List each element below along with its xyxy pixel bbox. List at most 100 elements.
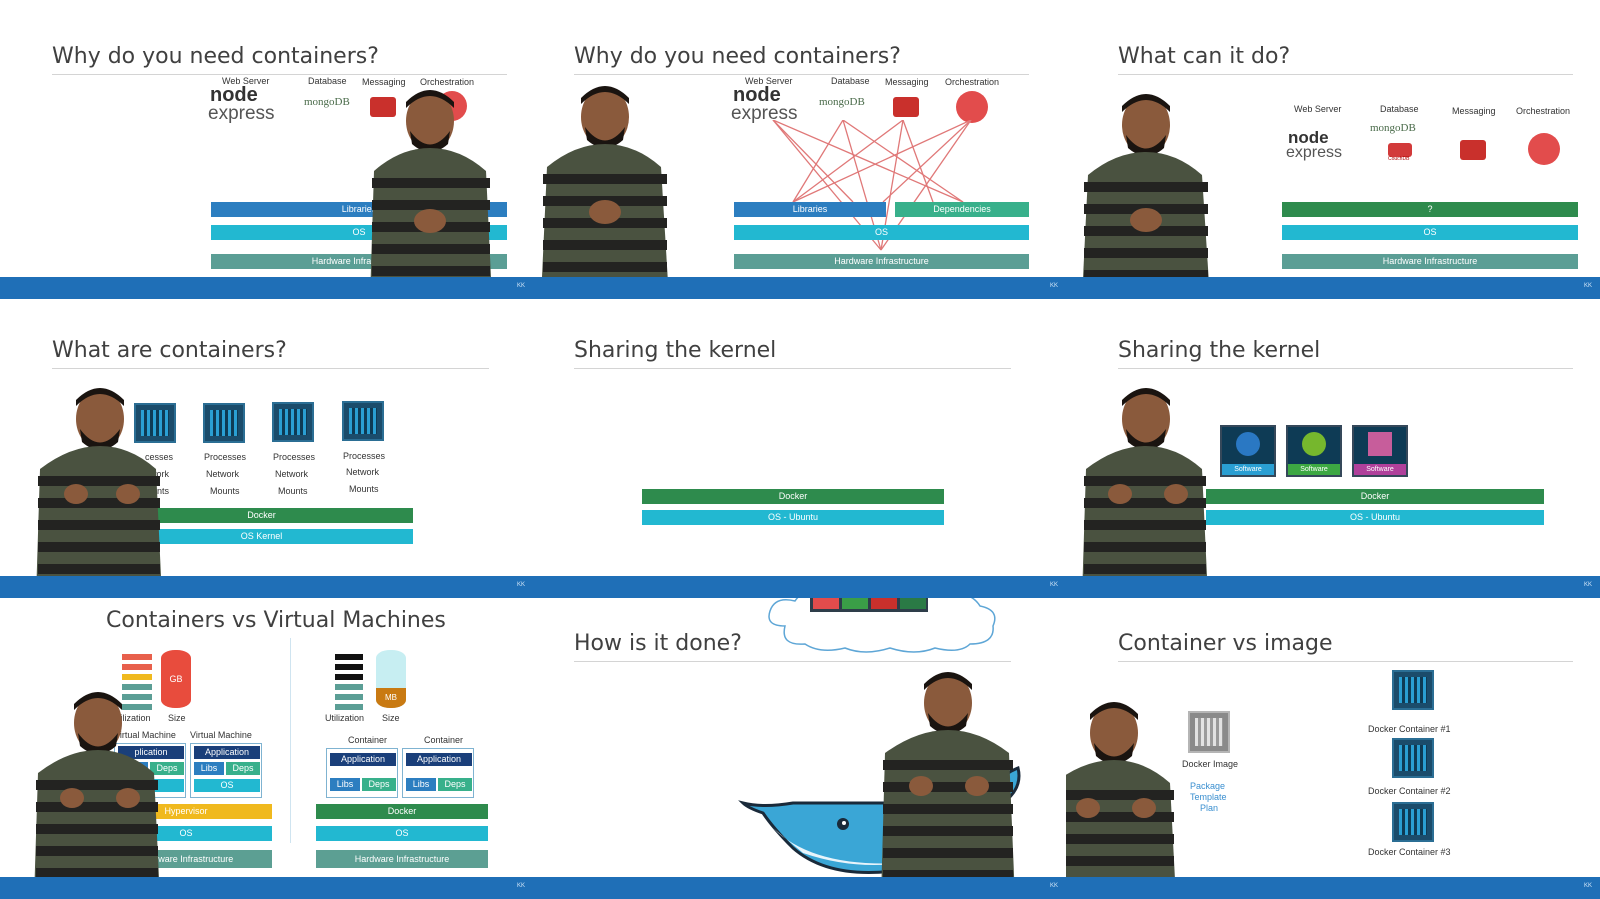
- size-label: Size: [168, 713, 186, 723]
- ct-libs: Libs: [330, 778, 360, 791]
- utilization-label: tilization: [118, 713, 151, 723]
- col-label-orchestration: Orchestration: [1516, 106, 1571, 116]
- footer-logo: KK: [516, 883, 525, 889]
- presenter-figure: [34, 692, 160, 899]
- slide-title: Sharing the kernel: [1118, 338, 1321, 363]
- software-label: Software: [1288, 464, 1340, 475]
- container-label-2: Docker Container #2: [1368, 786, 1451, 796]
- title-rule: [1118, 661, 1573, 662]
- couchdb-label: CouchDB: [1388, 156, 1410, 162]
- docker-container-icon: [1392, 670, 1434, 710]
- ansible-icon: [956, 91, 988, 123]
- col-label-messaging: Messaging: [362, 77, 406, 87]
- container-label-1: Docker Container #1: [1368, 724, 1451, 734]
- image-sub-plan: Plan: [1200, 803, 1219, 813]
- col-label-database: Database: [308, 76, 347, 86]
- ct-deps: Deps: [438, 778, 472, 791]
- slide-how-is-it-done: How is it done? KK: [533, 598, 1066, 899]
- fedora-container-icon: Software: [1220, 425, 1276, 477]
- util-bar: [122, 704, 152, 710]
- express-logo: express: [1286, 144, 1343, 161]
- mb-size-cylinder: MB: [376, 650, 406, 708]
- slide-why-containers-1: Why do you need containers? Web Server D…: [0, 0, 533, 299]
- slide-sharing-kernel-2: Sharing the kernel Software Software Sof…: [1066, 299, 1600, 598]
- slide-title: Sharing the kernel: [574, 338, 777, 363]
- slide-footer: KK: [0, 576, 533, 598]
- container-frame: [402, 748, 474, 798]
- bar-libraries: Libraries: [734, 202, 886, 217]
- util-bar: [122, 674, 152, 680]
- title-rule: [574, 368, 1011, 369]
- slide-title: Container vs image: [1118, 631, 1333, 656]
- bar-os-kernel: OS Kernel: [110, 529, 413, 544]
- node-logo: node: [733, 84, 781, 106]
- image-sub-package: Package: [1190, 781, 1226, 791]
- presenter-figure: [1082, 94, 1210, 299]
- ubuntu-container-icon: Software: [1352, 425, 1408, 477]
- bar-hardware: Hardware Infrastructure: [734, 254, 1029, 269]
- col-label-database: Database: [831, 76, 870, 86]
- mounts-label: unts: [152, 486, 170, 496]
- utilization-label: Utilization: [325, 713, 365, 723]
- util-bar: [335, 664, 363, 670]
- title-rule: [52, 74, 507, 75]
- divider: [290, 638, 291, 843]
- title-rule: [1118, 368, 1573, 369]
- bar-os-ubuntu: OS - Ubuntu: [1206, 510, 1544, 525]
- slide-title: Containers vs Virtual Machines: [106, 608, 446, 633]
- slide-title: How is it done?: [574, 631, 742, 656]
- redis-icon: [893, 97, 919, 117]
- slide-container-vs-image: Container vs image Docker Image Package …: [1066, 598, 1600, 899]
- processes-label: Processes: [273, 452, 316, 462]
- network-label: work: [150, 469, 170, 479]
- slide-footer: KK: [533, 277, 1066, 299]
- footer-logo: KK: [1049, 283, 1058, 289]
- col-label-web-server: Web Server: [222, 76, 270, 86]
- bar-question: ?: [1282, 202, 1578, 217]
- col-label-web-server: Web Server: [1294, 104, 1342, 114]
- util-bar: [335, 654, 363, 660]
- footer-logo: KK: [1049, 883, 1058, 889]
- bar-os: OS: [734, 225, 1029, 240]
- opensuse-container-icon: Software: [1286, 425, 1342, 477]
- footer-logo: KK: [1583, 582, 1592, 588]
- vm-application: plication: [118, 746, 184, 759]
- col-label-database: Database: [1380, 104, 1419, 114]
- slide-what-are-containers: What are containers? cesses work unts Pr…: [0, 299, 533, 598]
- bar-hardware: Hardware Infrastructure: [1282, 254, 1578, 269]
- ansible-icon: [1528, 133, 1560, 165]
- bar-os-ubuntu: OS - Ubuntu: [642, 510, 944, 525]
- node-logo: node: [1288, 128, 1329, 147]
- network-label: Network: [275, 469, 309, 479]
- processes-label: cesses: [145, 452, 174, 462]
- slide-sharing-kernel-1: Sharing the kernel Docker OS - Ubuntu KK: [533, 299, 1066, 598]
- container-label: Container: [348, 735, 388, 745]
- presenter-figure: [541, 86, 669, 299]
- mounts-label: Mounts: [210, 486, 240, 496]
- col-label-messaging: Messaging: [1452, 106, 1496, 116]
- col-label-orchestration: Orchestration: [420, 77, 475, 87]
- slide-footer: KK: [533, 877, 1066, 899]
- slide-title: Why do you need containers?: [52, 44, 379, 69]
- vm-label: Virtual Machine: [190, 730, 252, 740]
- container-frame: [326, 748, 398, 798]
- slide-title: What are containers?: [52, 338, 287, 363]
- network-label: Network: [346, 467, 380, 477]
- bar-os: OS: [1282, 225, 1578, 240]
- presenter-figure: [1082, 388, 1208, 598]
- couchdb-icon: [1388, 143, 1412, 157]
- slide-footer: KK: [1066, 877, 1600, 899]
- slide-footer: KK: [1066, 576, 1600, 598]
- slide-title: What can it do?: [1118, 44, 1291, 69]
- col-label-messaging: Messaging: [885, 77, 929, 87]
- container-icon: [342, 401, 384, 441]
- title-rule: [52, 368, 489, 369]
- mb-fill: MB: [376, 688, 406, 708]
- container-icon: [203, 403, 245, 443]
- docker-container-icon: [1392, 802, 1434, 842]
- util-bar: [122, 654, 152, 660]
- redis-icon: [370, 97, 396, 117]
- image-sub-template: Template: [1190, 792, 1227, 802]
- ct-deps: Deps: [362, 778, 396, 791]
- vm-libs: Libs: [194, 762, 224, 775]
